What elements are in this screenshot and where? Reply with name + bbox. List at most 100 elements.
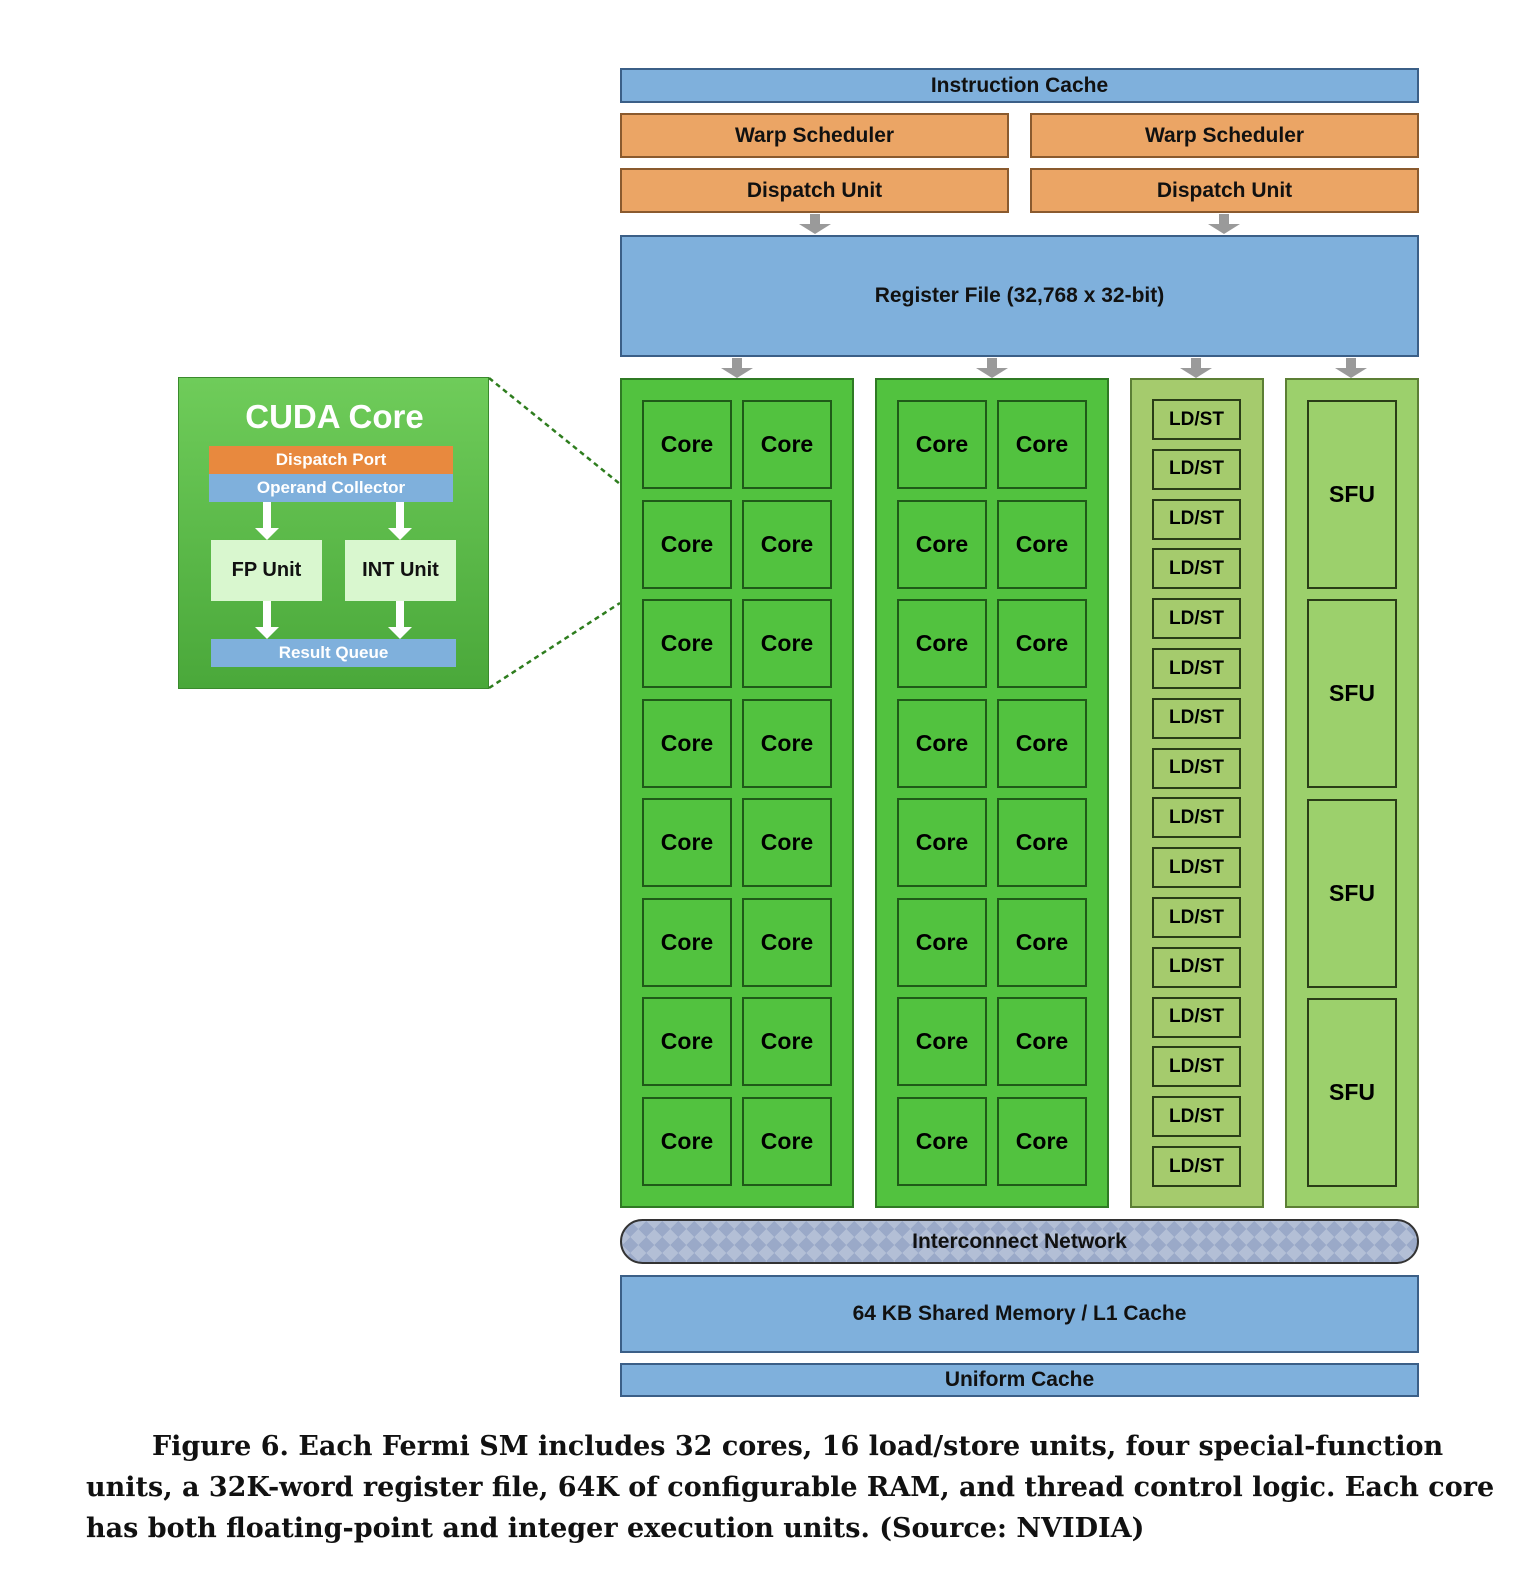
result-queue-label: Result Queue bbox=[278, 643, 389, 662]
sfu-unit: SFU bbox=[1307, 599, 1397, 789]
caption-line-1: Figure 6. Each Fermi SM includes 32 core… bbox=[152, 1431, 1444, 1462]
operand-collector-label: Operand Collector bbox=[256, 478, 406, 497]
ldst-unit: LD/ST bbox=[1152, 747, 1241, 789]
ldst-unit: LD/ST bbox=[1152, 399, 1241, 440]
uniform-cache: Uniform Cache bbox=[620, 1363, 1419, 1397]
zoom-line-top bbox=[488, 377, 621, 485]
sfu-unit: SFU bbox=[1307, 997, 1397, 1187]
warp-scheduler-2-label: Warp Scheduler bbox=[1144, 123, 1305, 147]
dispatch-port-label: Dispatch Port bbox=[275, 450, 387, 469]
dispatch-unit-2-label: Dispatch Unit bbox=[1156, 178, 1293, 202]
result-queue: Result Queue bbox=[211, 639, 456, 667]
instruction-cache-label: Instruction Cache bbox=[930, 73, 1109, 97]
ldst-unit: LD/ST bbox=[1152, 1096, 1241, 1138]
zoom-lines bbox=[488, 377, 621, 690]
cuda-core-cell: Core bbox=[897, 499, 987, 589]
interconnect-label: Interconnect Network bbox=[912, 1229, 1127, 1253]
ldst-unit: LD/ST bbox=[1152, 548, 1241, 590]
cuda-core-cell: Core bbox=[642, 997, 732, 1086]
cuda-core-cell: Core bbox=[897, 798, 987, 887]
arrow-down-icon bbox=[388, 502, 412, 540]
cuda-core-cell: Core bbox=[642, 499, 732, 589]
ldst-unit: LD/ST bbox=[1152, 996, 1241, 1038]
cuda-core-cell: Core bbox=[642, 897, 732, 987]
warp-scheduler-2: Warp Scheduler bbox=[1030, 113, 1419, 158]
ldst-unit: LD/ST bbox=[1152, 697, 1241, 739]
cuda-core-cell: Core bbox=[742, 997, 832, 1086]
cuda-core-cell: Core bbox=[897, 599, 987, 688]
caption-line-3: has both floating-point and integer exec… bbox=[86, 1513, 1145, 1544]
cuda-core-cell: Core bbox=[742, 897, 832, 987]
cuda-core-cell: Core bbox=[742, 499, 832, 589]
fp-unit-label: FP Unit bbox=[231, 559, 302, 581]
sfu-unit: SFU bbox=[1307, 798, 1397, 988]
cuda-core-cell: Core bbox=[642, 698, 732, 788]
arrow-down-icon bbox=[1180, 358, 1212, 378]
cuda-core-cell: Core bbox=[742, 1096, 832, 1186]
cuda-core-cell: Core bbox=[997, 499, 1087, 589]
arrow-down-icon bbox=[1208, 214, 1240, 234]
operand-collector: Operand Collector bbox=[209, 474, 453, 502]
register-file-label: Register File (32,768 x 32-bit) bbox=[874, 284, 1165, 307]
dispatch-unit-2: Dispatch Unit bbox=[1030, 168, 1419, 213]
ldst-unit: LD/ST bbox=[1152, 598, 1241, 640]
cuda-core-cell: Core bbox=[642, 1096, 732, 1186]
zoom-line-bottom bbox=[488, 601, 621, 690]
arrow-down-icon bbox=[976, 358, 1008, 378]
cuda-arrows bbox=[255, 502, 412, 639]
cuda-core-cell: Core bbox=[997, 997, 1087, 1086]
cuda-core-inset: CUDA Core Dispatch Port Operand Collecto… bbox=[178, 377, 489, 689]
arrow-down-icon bbox=[255, 502, 279, 540]
cuda-core-cell: Core bbox=[997, 897, 1087, 987]
register-file: Register File (32,768 x 32-bit) bbox=[620, 235, 1419, 357]
ldst-unit: LD/ST bbox=[1152, 897, 1241, 938]
warp-scheduler-1: Warp Scheduler bbox=[620, 113, 1009, 158]
ldst-unit: LD/ST bbox=[1152, 1046, 1241, 1088]
cuda-core-cell: Core bbox=[642, 599, 732, 688]
instruction-cache: Instruction Cache bbox=[620, 68, 1419, 103]
cuda-core-cell: Core bbox=[897, 897, 987, 987]
uniform-cache-label: Uniform Cache bbox=[944, 1368, 1095, 1391]
shared-memory-label: 64 KB Shared Memory / L1 Cache bbox=[852, 1302, 1187, 1325]
dispatch-unit-1-label: Dispatch Unit bbox=[746, 178, 883, 202]
fp-unit: FP Unit bbox=[211, 540, 322, 601]
ldst-unit: LD/ST bbox=[1152, 946, 1241, 988]
cuda-core-cell: Core bbox=[897, 1096, 987, 1186]
ldst-unit: LD/ST bbox=[1152, 448, 1241, 490]
cuda-core-cell: Core bbox=[997, 798, 1087, 887]
dispatch-unit-1: Dispatch Unit bbox=[620, 168, 1009, 213]
arrow-down-icon bbox=[1335, 358, 1367, 378]
cuda-core-cell: Core bbox=[642, 400, 732, 489]
cuda-core-cell: Core bbox=[897, 997, 987, 1086]
cuda-core-cell: Core bbox=[997, 698, 1087, 788]
ldst-unit: LD/ST bbox=[1152, 797, 1241, 839]
ldst-unit: LD/ST bbox=[1152, 847, 1241, 889]
cuda-core-cell: Core bbox=[742, 698, 832, 788]
arrow-down-icon bbox=[255, 601, 279, 639]
sfu-unit: SFU bbox=[1307, 400, 1397, 589]
cuda-core-cell: Core bbox=[997, 400, 1087, 489]
flow-arrows bbox=[721, 214, 1367, 378]
warp-scheduler-1-label: Warp Scheduler bbox=[734, 123, 895, 147]
ldst-unit: LD/ST bbox=[1152, 1146, 1241, 1187]
cuda-core-cell: Core bbox=[997, 599, 1087, 688]
cuda-core-cell: Core bbox=[742, 400, 832, 489]
cuda-core-cell: Core bbox=[642, 798, 732, 887]
cuda-core-cell: Core bbox=[897, 400, 987, 489]
arrow-down-icon bbox=[388, 601, 412, 639]
shared-memory: 64 KB Shared Memory / L1 Cache bbox=[620, 1275, 1419, 1353]
ldst-unit: LD/ST bbox=[1152, 648, 1241, 689]
int-unit: INT Unit bbox=[345, 540, 456, 601]
int-unit-label: INT Unit bbox=[362, 559, 439, 581]
cuda-core-cell: Core bbox=[742, 798, 832, 887]
ldst-unit: LD/ST bbox=[1152, 498, 1241, 540]
cuda-core-cell: Core bbox=[897, 698, 987, 788]
dispatch-port: Dispatch Port bbox=[209, 446, 453, 474]
arrow-down-icon bbox=[799, 214, 831, 234]
cuda-core-cell: Core bbox=[742, 599, 832, 688]
interconnect-network: Interconnect Network bbox=[620, 1219, 1419, 1264]
cuda-core-title: CUDA Core bbox=[245, 398, 424, 435]
arrow-down-icon bbox=[721, 358, 753, 378]
cuda-core-cell: Core bbox=[997, 1096, 1087, 1186]
caption-line-2: units, a 32K-word register file, 64K of … bbox=[86, 1472, 1495, 1503]
